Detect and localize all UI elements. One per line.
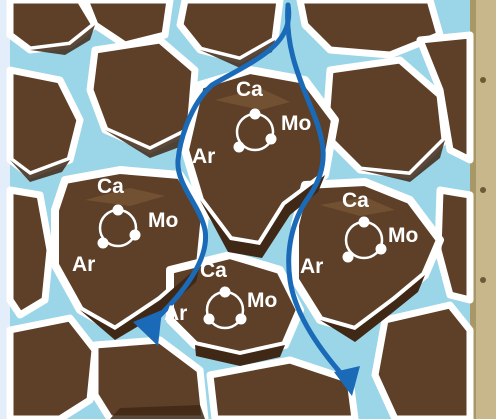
pipe-wall xyxy=(470,0,496,419)
label-ar: Ar xyxy=(300,255,323,278)
label-ar: Ar xyxy=(164,302,187,325)
flow-arrows xyxy=(147,2,348,381)
atom-mo xyxy=(265,133,277,145)
atom-ar xyxy=(97,237,109,249)
label-mo: Mo xyxy=(388,224,418,247)
atom-ca xyxy=(249,108,261,120)
atom-mo xyxy=(375,243,387,255)
background-rocks xyxy=(6,0,474,419)
label-ca: Ca xyxy=(236,78,263,101)
label-ca: Ca xyxy=(200,259,227,282)
particle-bottom-center: Ca Mo Ar xyxy=(164,259,277,330)
atom-mo xyxy=(235,313,247,325)
rock xyxy=(86,36,199,154)
particle-top: Ca Mo Ar xyxy=(192,78,311,168)
rock xyxy=(206,356,359,419)
arrowhead-right xyxy=(334,366,360,396)
rock xyxy=(6,186,54,319)
rock xyxy=(296,0,444,59)
label-ca: Ca xyxy=(342,189,369,212)
rock xyxy=(91,336,209,419)
particle-left: Ca Mo Ar xyxy=(72,175,178,276)
flow-path-left-branch xyxy=(147,2,292,328)
particle-rocks xyxy=(51,66,444,359)
flow-path-right-branch xyxy=(285,2,348,381)
rock-bottom-center xyxy=(166,251,304,359)
rock xyxy=(416,31,474,164)
label-ca: Ca xyxy=(97,175,124,198)
arrowhead-left xyxy=(133,310,162,346)
atom-ar xyxy=(342,251,354,263)
label-mo: Mo xyxy=(148,209,178,232)
atom-ar xyxy=(203,313,215,325)
label-ar: Ar xyxy=(72,253,95,276)
label-mo: Mo xyxy=(281,112,311,135)
atom-mo xyxy=(129,229,141,241)
label-mo: Mo xyxy=(247,289,277,312)
label-ar: Ar xyxy=(192,145,215,168)
arrowheads xyxy=(133,310,360,396)
atom-ca xyxy=(219,286,231,298)
background-rock-shading xyxy=(10,25,445,419)
rock xyxy=(6,314,99,419)
atom-ar xyxy=(233,141,245,153)
atom-ca xyxy=(358,216,370,228)
atom-ca xyxy=(112,204,124,216)
particle-right: Ca Mo Ar xyxy=(300,189,418,278)
rock xyxy=(371,301,474,419)
